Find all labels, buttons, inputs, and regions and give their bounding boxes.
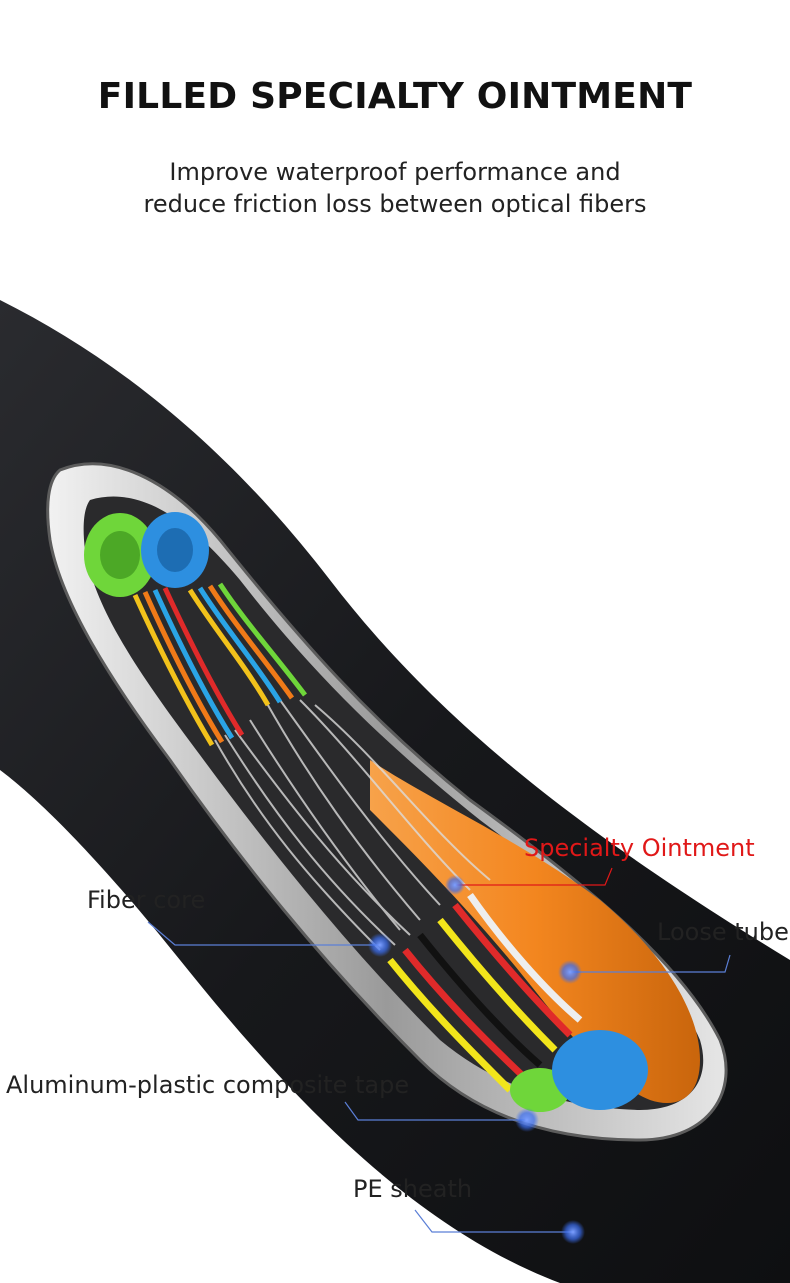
marker-pe-sheath [561,1220,585,1244]
leader-pe-sheath [414,1209,572,1233]
label-aluminum-tape: Aluminum-plastic composite tape [6,1071,410,1099]
label-pe-sheath: PE sheath [353,1175,473,1203]
callout-markers [368,875,585,1244]
marker-loose-tube [558,960,582,984]
marker-specialty-ointment [445,875,465,895]
fiber-strands [214,699,491,951]
marker-aluminum-tape [515,1108,539,1132]
leader-fiber-core [147,921,380,946]
leader-loose-tube [570,954,731,973]
colored-fibers-left [132,586,245,747]
leader-lines [147,867,731,1233]
marker-fiber-core [368,933,392,957]
page-subtitle: Improve waterproof performance and reduc… [0,156,790,220]
colored-fibers-mid [187,582,307,707]
blue-tube-end [552,1030,648,1110]
page-title: FILLED SPECIALTY OINTMENT [97,76,693,117]
label-fiber-core: Fiber core [87,886,206,914]
colored-fibers-right [387,892,583,1093]
label-specialty-ointment: Specialty Ointment [524,834,755,862]
subtitle-line-1: Improve waterproof performance and [169,158,621,186]
leader-specialty-ointment [455,867,613,886]
label-loose-tube: Loose tube [657,918,789,946]
subtitle-line-2: reduce friction loss between optical fib… [143,190,647,218]
leader-aluminum-tape [344,1101,525,1121]
